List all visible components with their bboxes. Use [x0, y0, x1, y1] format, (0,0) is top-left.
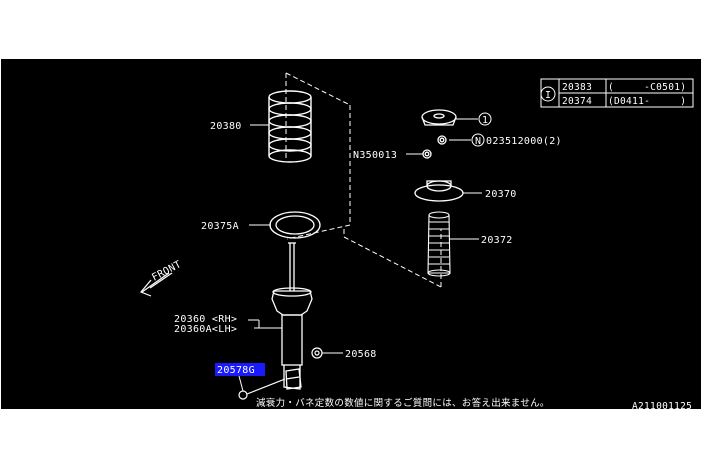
boot-drawing [427, 211, 451, 277]
label-bolt-ref-prefix: N [475, 136, 481, 147]
label-bolt[interactable]: 20578G [217, 365, 255, 376]
footnote: 減衰力・バネ定数の数値に関するご質問には、お答え出来ません。 [256, 397, 550, 409]
label-nut: 20568 [345, 349, 377, 360]
diagram-code: A211001125 [632, 401, 692, 409]
label-strut-rh: 20360 <RH> [174, 314, 237, 325]
leader-lines [238, 118, 482, 392]
table-part-2: 20374 [562, 96, 592, 107]
assembly-dashed-outline [285, 72, 442, 288]
coil-spring-drawing [268, 90, 312, 163]
label-mount: 20370 [485, 189, 517, 200]
label-bolt-ref: 023512000(2) [486, 136, 562, 147]
front-arrow-icon [140, 272, 173, 297]
label-spring-seat: 20375A [201, 221, 239, 232]
strut-drawing [271, 242, 313, 390]
label-nut-small: N350013 [353, 150, 397, 161]
label-mount-ref: 1 [482, 115, 488, 126]
table-range-1: ( -C0501) [608, 82, 686, 93]
label-front: FRONT [150, 259, 183, 284]
table-ref-mark: I [545, 90, 551, 101]
mount-drawing [414, 109, 464, 202]
label-spring: 20380 [210, 121, 242, 132]
spring-seat-drawing [269, 211, 321, 239]
parts-diagram: 20380 20375A 20360 <RH> 20360A<LH> 20578… [1, 59, 701, 412]
table-part-1: 20383 [562, 82, 592, 93]
table-range-2: (D0411- ) [608, 96, 686, 107]
bolt-label-highlight [215, 363, 265, 376]
label-strut-lh: 20360A<LH> [174, 324, 237, 335]
label-boot: 20372 [481, 235, 513, 246]
parts-table [540, 78, 694, 108]
